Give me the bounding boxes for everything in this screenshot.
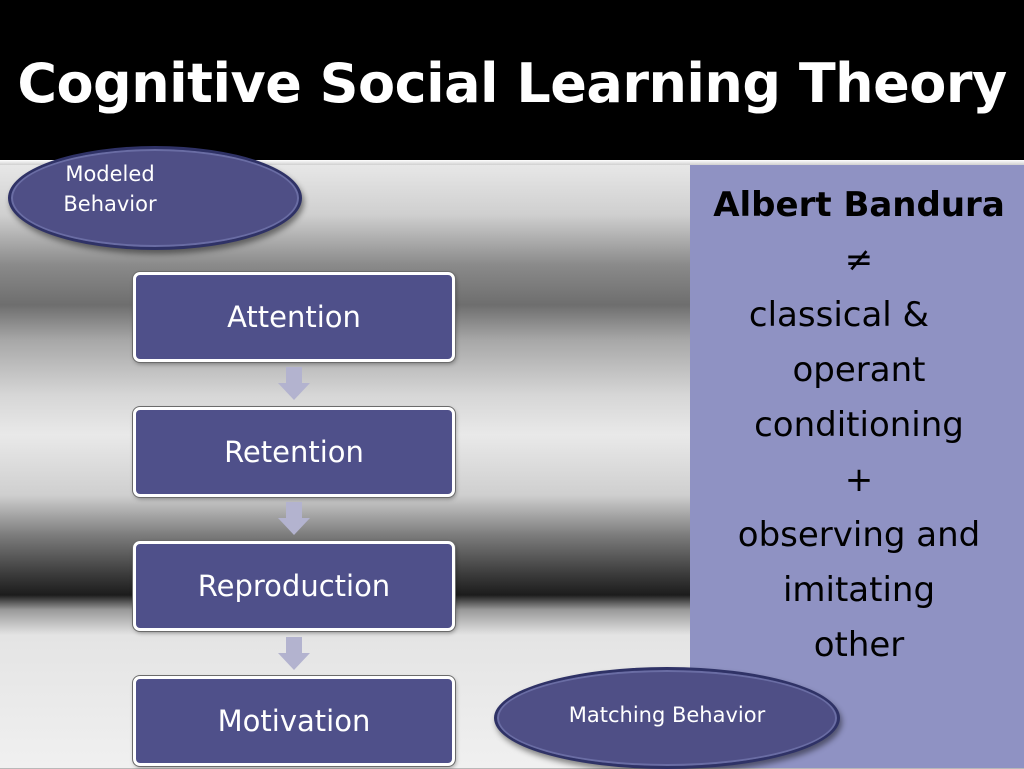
side-panel-text: Albert Bandura ≠ classical & operant con… [700,178,1018,673]
side-panel [690,165,1024,768]
title-divider [0,160,1024,165]
arrow-down-icon [278,367,310,400]
modeled-label-line2: Behavior [63,192,157,216]
plus-sign: + [844,460,874,500]
step-motivation: Motivation [133,676,455,766]
side-line-conditioning: conditioning [754,405,964,445]
title-bar [0,0,1024,160]
author-name: Albert Bandura [713,185,1005,225]
step-attention: Attention [133,272,455,362]
modeled-label-line1: Modeled [65,162,155,186]
step-reproduction: Reproduction [133,541,455,631]
not-equal-sign: ≠ [844,240,874,280]
arrow-down-icon [278,637,310,670]
matching-behavior-node: Matching Behavior [494,667,840,769]
step-retention: Retention [133,407,455,497]
matching-label: Matching Behavior [568,703,766,727]
side-line-classical: classical & [748,295,930,335]
side-line-other: other [813,625,905,665]
side-line-operant: operant [792,350,926,390]
side-line-imitating: imitating [782,570,936,610]
slide-title: Cognitive Social Learning Theory [17,52,1007,115]
arrow-down-icon [278,502,310,535]
modeled-behavior-node: Modeled Behavior [8,146,302,250]
side-line-observing: observing and [737,515,981,555]
